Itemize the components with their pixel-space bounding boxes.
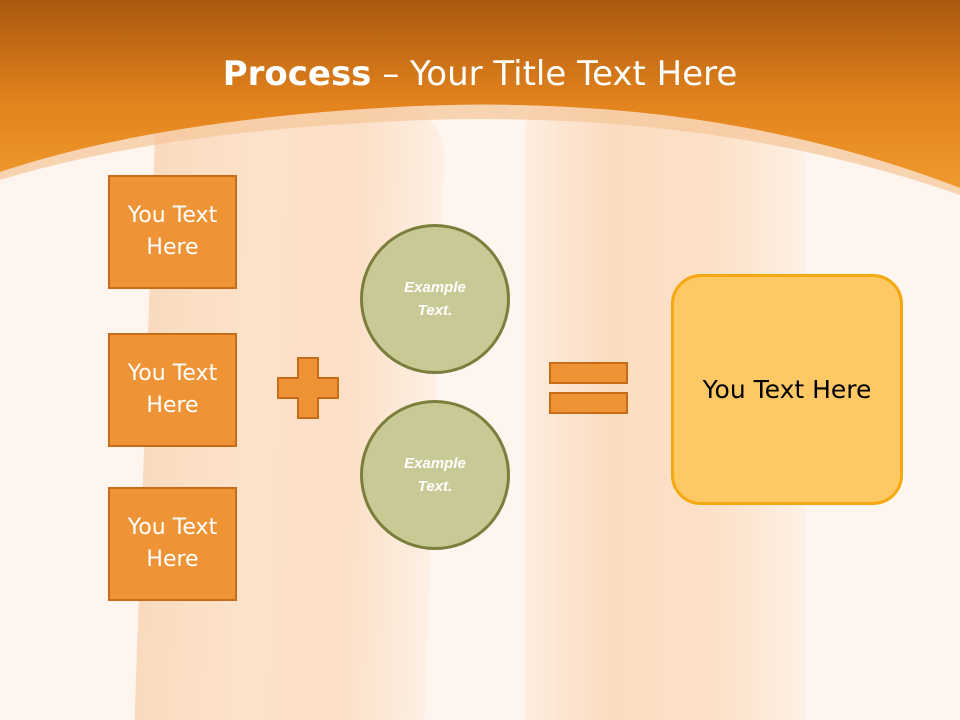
example-circle-2: Example Text. bbox=[360, 400, 510, 550]
title-rest: – Your Title Text Here bbox=[371, 54, 738, 94]
input-box-2: You Text Here bbox=[108, 333, 237, 447]
plus-icon bbox=[277, 357, 339, 419]
header-banner bbox=[0, 0, 960, 195]
input-box-1: You Text Here bbox=[108, 175, 237, 289]
input-box-3: You Text Here bbox=[108, 487, 237, 601]
equals-icon bbox=[549, 362, 628, 414]
slide-title: Process – Your Title Text Here bbox=[0, 52, 960, 96]
result-box: You Text Here bbox=[671, 274, 903, 505]
title-bold: Process bbox=[222, 54, 372, 94]
example-circle-1: Example Text. bbox=[360, 224, 510, 374]
